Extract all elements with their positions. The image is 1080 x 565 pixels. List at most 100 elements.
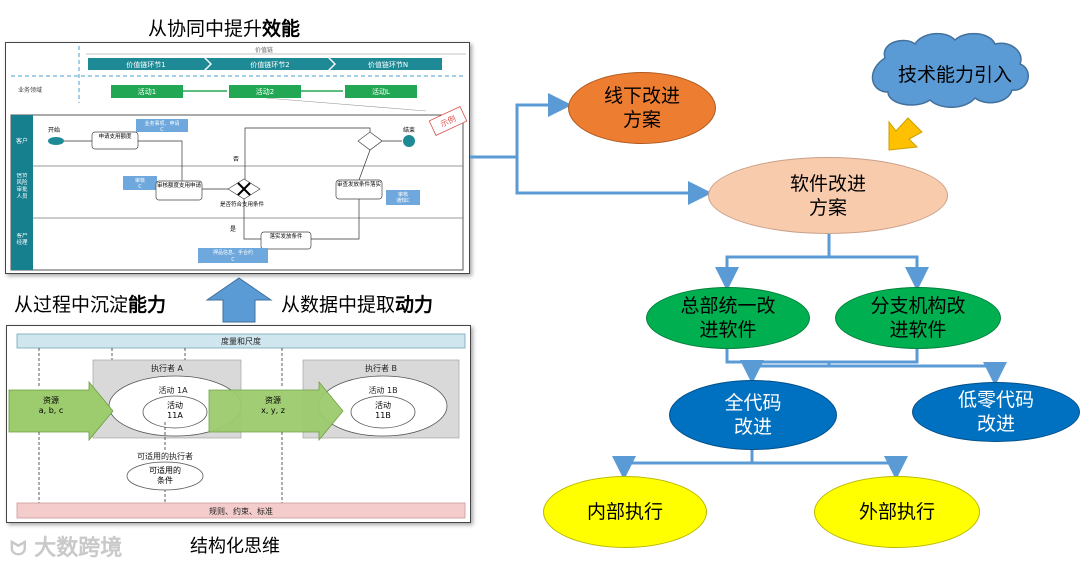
executor-b-label: 执行者 B <box>365 363 397 373</box>
top-title-bold: 效能 <box>262 18 301 40</box>
resource-abc-label-box: 资源 a, b, c <box>38 396 64 415</box>
lane-header-risk <box>11 166 33 218</box>
branch-node: 分支机构改 进软件 <box>835 287 1001 349</box>
note-approve <box>386 190 420 205</box>
step-review-label: 审核额度支用申请 <box>156 183 201 189</box>
resource-xyz-arrow <box>208 380 344 442</box>
right-caption-text: 从数据中提取 <box>281 294 396 316</box>
left-caption-bold: 能力 <box>128 294 167 316</box>
swimlane-diagram: 价值链 价值链环节1 价值链环节2 价值链环节N 业务领域 活动1 活动2 活动… <box>5 42 470 274</box>
start-node <box>48 137 64 145</box>
lane-manager-label-box: 客户经理 <box>16 233 28 246</box>
activity-1-label: 活动1 <box>138 87 156 96</box>
activity-callout <box>265 97 427 112</box>
lane-customer-label: 客户 <box>16 137 28 145</box>
note-mortgage <box>198 248 268 263</box>
tech-cloud-label: 技术能力引入 <box>897 64 1012 86</box>
chain-node-n <box>330 58 442 70</box>
applicable-condition-ellipse <box>126 461 204 491</box>
resource-xyz-label-box: 资源 x, y, z <box>261 396 285 415</box>
end-node <box>403 135 415 147</box>
note-business-label: 业务事项、申请 <box>144 120 179 127</box>
edge-no-branch <box>244 127 371 181</box>
software-node: 软件改进 方案 <box>708 157 948 234</box>
activity-1b-label: 活动 1B <box>368 385 397 395</box>
offline-node: 线下改进 方案 <box>568 72 716 144</box>
structure-diagram: 度量和尺度 执行者 A 执行者 B 活动 1A 活动 11A 活动 1B 活动 … <box>6 325 471 523</box>
domain-label: 业务领域 <box>18 86 42 94</box>
step-review-label-box: 审核额度支用申请 <box>156 183 201 189</box>
note-mortgage-sub: C <box>231 257 235 263</box>
step-review <box>155 180 203 201</box>
resource-abc-arrow <box>8 380 114 442</box>
arrow-to-internal <box>612 448 754 480</box>
note-mortgage-label: 押品信息、手合约 <box>213 249 253 256</box>
resource-abc-label: 资源 a, b, c <box>38 396 64 415</box>
merge-bracket <box>725 347 919 364</box>
applicable-executor-label: 可适用的执行者 <box>137 451 193 461</box>
lane-risk-label: 信贷风险审批人员 <box>16 173 28 200</box>
metric-bar-label: 度量和尺度 <box>221 336 261 346</box>
step-apply-label: 申请支用额度 <box>98 134 132 140</box>
top-panel-title: 从协同中提升效能 <box>148 14 300 41</box>
rules-bar <box>16 502 466 519</box>
note-review-sub: C <box>138 184 142 190</box>
applicable-condition-label-box: 可适用的 条件 <box>149 466 181 485</box>
lane-manager-label: 客户经理 <box>16 233 28 246</box>
chain-node-2 <box>206 58 334 70</box>
activity-2 <box>229 85 301 98</box>
lane-header-manager <box>11 218 33 270</box>
tech-cloud-shape <box>871 32 1030 108</box>
swimlane-svg: 价值链 价值链环节1 价值链环节2 价值链环节N 业务领域 活动1 活动2 活动… <box>10 46 468 271</box>
step-implement-label-box: 落实发放条件 <box>269 234 302 240</box>
lane-risk-label-box: 信贷风险审批人员 <box>16 173 28 200</box>
step-apply-label-box: 申请支用额度 <box>98 134 132 140</box>
activity-1 <box>111 85 183 98</box>
arrow-to-hq <box>715 232 831 291</box>
note-review-label: 审核 <box>135 177 145 184</box>
arrow-to-lowcode <box>829 362 1007 386</box>
executor-a-label: 执行者 A <box>151 363 184 373</box>
activity-l <box>345 85 417 98</box>
sample-stamp <box>428 106 468 136</box>
up-arrow-icon <box>205 277 273 323</box>
arrow-to-external <box>752 456 908 480</box>
arrow-to-branch <box>829 255 929 291</box>
bottom-caption: 结构化思维 <box>190 536 280 557</box>
chain-node-2-label: 价值链环节2 <box>250 60 289 69</box>
yes-label: 是 <box>230 226 236 233</box>
rules-bar-label: 规则、约束、标准 <box>209 506 273 516</box>
left-caption: 从过程中沉淀能力 <box>14 290 166 317</box>
activity-2-label: 活动2 <box>256 87 274 96</box>
note-approve-sub: 通知C <box>396 197 410 204</box>
decision-x-2 <box>237 182 251 196</box>
activity-11b-label: 活动 11B <box>375 401 391 420</box>
decision-label: 是否符合支用条件 <box>220 200 265 208</box>
applicable-condition-label: 可适用的 条件 <box>149 466 181 485</box>
activity-11b-label-box: 活动 11B <box>375 401 391 420</box>
activity-11b-inner <box>350 395 416 429</box>
note-business-sub: C <box>160 127 164 133</box>
activity-11a-inner <box>142 395 208 429</box>
activity-11a-label-box: 活动 11A <box>167 401 183 420</box>
left-caption-text: 从过程中沉淀 <box>14 294 129 316</box>
fullcode-node: 全代码 改进 <box>669 380 837 450</box>
activity-1a-label: 活动 1A <box>158 385 188 395</box>
structure-svg: 度量和尺度 执行者 A 执行者 B 活动 1A 活动 11A 活动 1B 活动 … <box>8 333 466 519</box>
arrow-to-fullcode <box>740 360 831 384</box>
lane-header-customer <box>11 115 33 166</box>
right-caption: 从数据中提取动力 <box>281 290 433 317</box>
external-node: 外部执行 <box>814 476 980 548</box>
top-title-text: 从协同中提升 <box>148 18 263 40</box>
chain-node-1-label: 价值链环节1 <box>126 60 165 69</box>
step-apply <box>91 131 139 150</box>
resource-xyz-label: 资源 x, y, z <box>261 396 285 415</box>
step-implement <box>260 231 312 250</box>
internal-node: 内部执行 <box>543 476 707 548</box>
arrow-to-offline <box>470 93 572 159</box>
note-approve-label: 审核 <box>398 191 408 198</box>
note-business <box>136 119 188 132</box>
edge-implement-approve <box>311 199 360 240</box>
value-chain-label: 价值链 <box>255 46 273 54</box>
